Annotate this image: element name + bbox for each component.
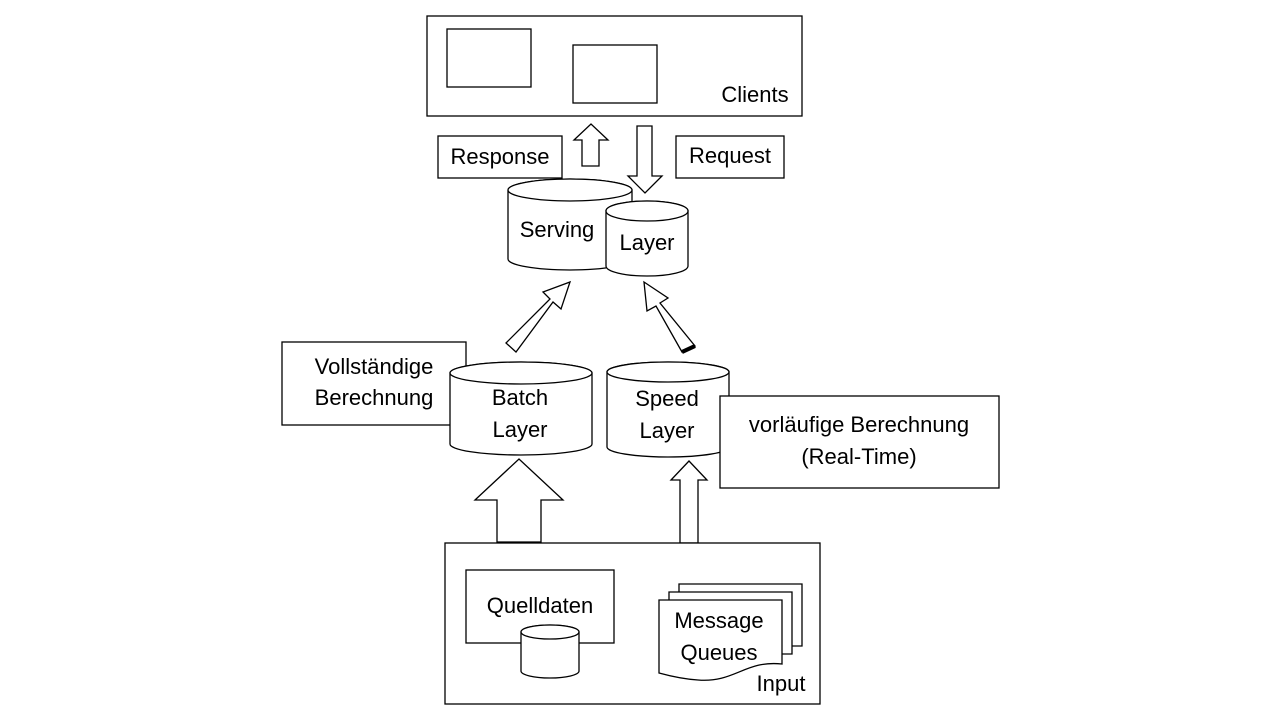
- speed-layer-line2: Layer: [639, 418, 694, 443]
- serving-layer-cylinder-small: Layer: [605, 200, 689, 277]
- speed-layer-cylinder: Speed Layer: [606, 361, 730, 458]
- serving-label: Serving: [520, 217, 595, 242]
- batch-note-box: Vollständige Berechnung: [281, 341, 467, 426]
- batch-note-line1: Vollständige: [315, 354, 434, 379]
- batch-note-line2: Berechnung: [315, 385, 434, 410]
- speed-arrow-tail-mark: [681, 344, 696, 354]
- speed-layer-line1: Speed: [635, 386, 699, 411]
- input-to-batch-arrow: [473, 458, 565, 543]
- speed-note-line2: (Real-Time): [801, 444, 916, 469]
- input-to-speed-arrow: [669, 460, 709, 544]
- input-box: Quelldaten Message Queues Input: [444, 542, 821, 705]
- serving-layer-cylinder: Serving: [507, 178, 633, 271]
- request-box: Request: [675, 135, 785, 179]
- database-icon: [520, 624, 580, 679]
- request-arrow-down: [626, 125, 664, 194]
- clients-box: Clients: [426, 15, 803, 117]
- message-queues-line1: Message: [674, 608, 763, 633]
- speed-to-serving-arrow: [643, 280, 697, 353]
- response-arrow-up: [572, 123, 610, 167]
- response-box: Response: [437, 135, 563, 179]
- source-data-box: Quelldaten: [465, 569, 615, 679]
- client-window-1: [446, 28, 532, 88]
- request-label: Request: [689, 143, 771, 168]
- source-data-label: Quelldaten: [487, 593, 593, 618]
- input-label: Input: [757, 671, 806, 696]
- layer-label: Layer: [619, 230, 674, 255]
- batch-layer-cylinder: Batch Layer: [449, 361, 593, 456]
- response-label: Response: [450, 144, 549, 169]
- message-queues-stack: Message Queues: [658, 583, 803, 681]
- client-window-2: [572, 44, 658, 104]
- speed-note-line1: vorläufige Berechnung: [749, 412, 969, 437]
- speed-note-box: vorläufige Berechnung (Real-Time): [719, 395, 1000, 489]
- batch-layer-line1: Batch: [492, 385, 548, 410]
- message-queues-line2: Queues: [680, 640, 757, 665]
- batch-layer-line2: Layer: [492, 417, 547, 442]
- batch-to-serving-arrow: [505, 280, 572, 353]
- clients-label: Clients: [721, 82, 788, 107]
